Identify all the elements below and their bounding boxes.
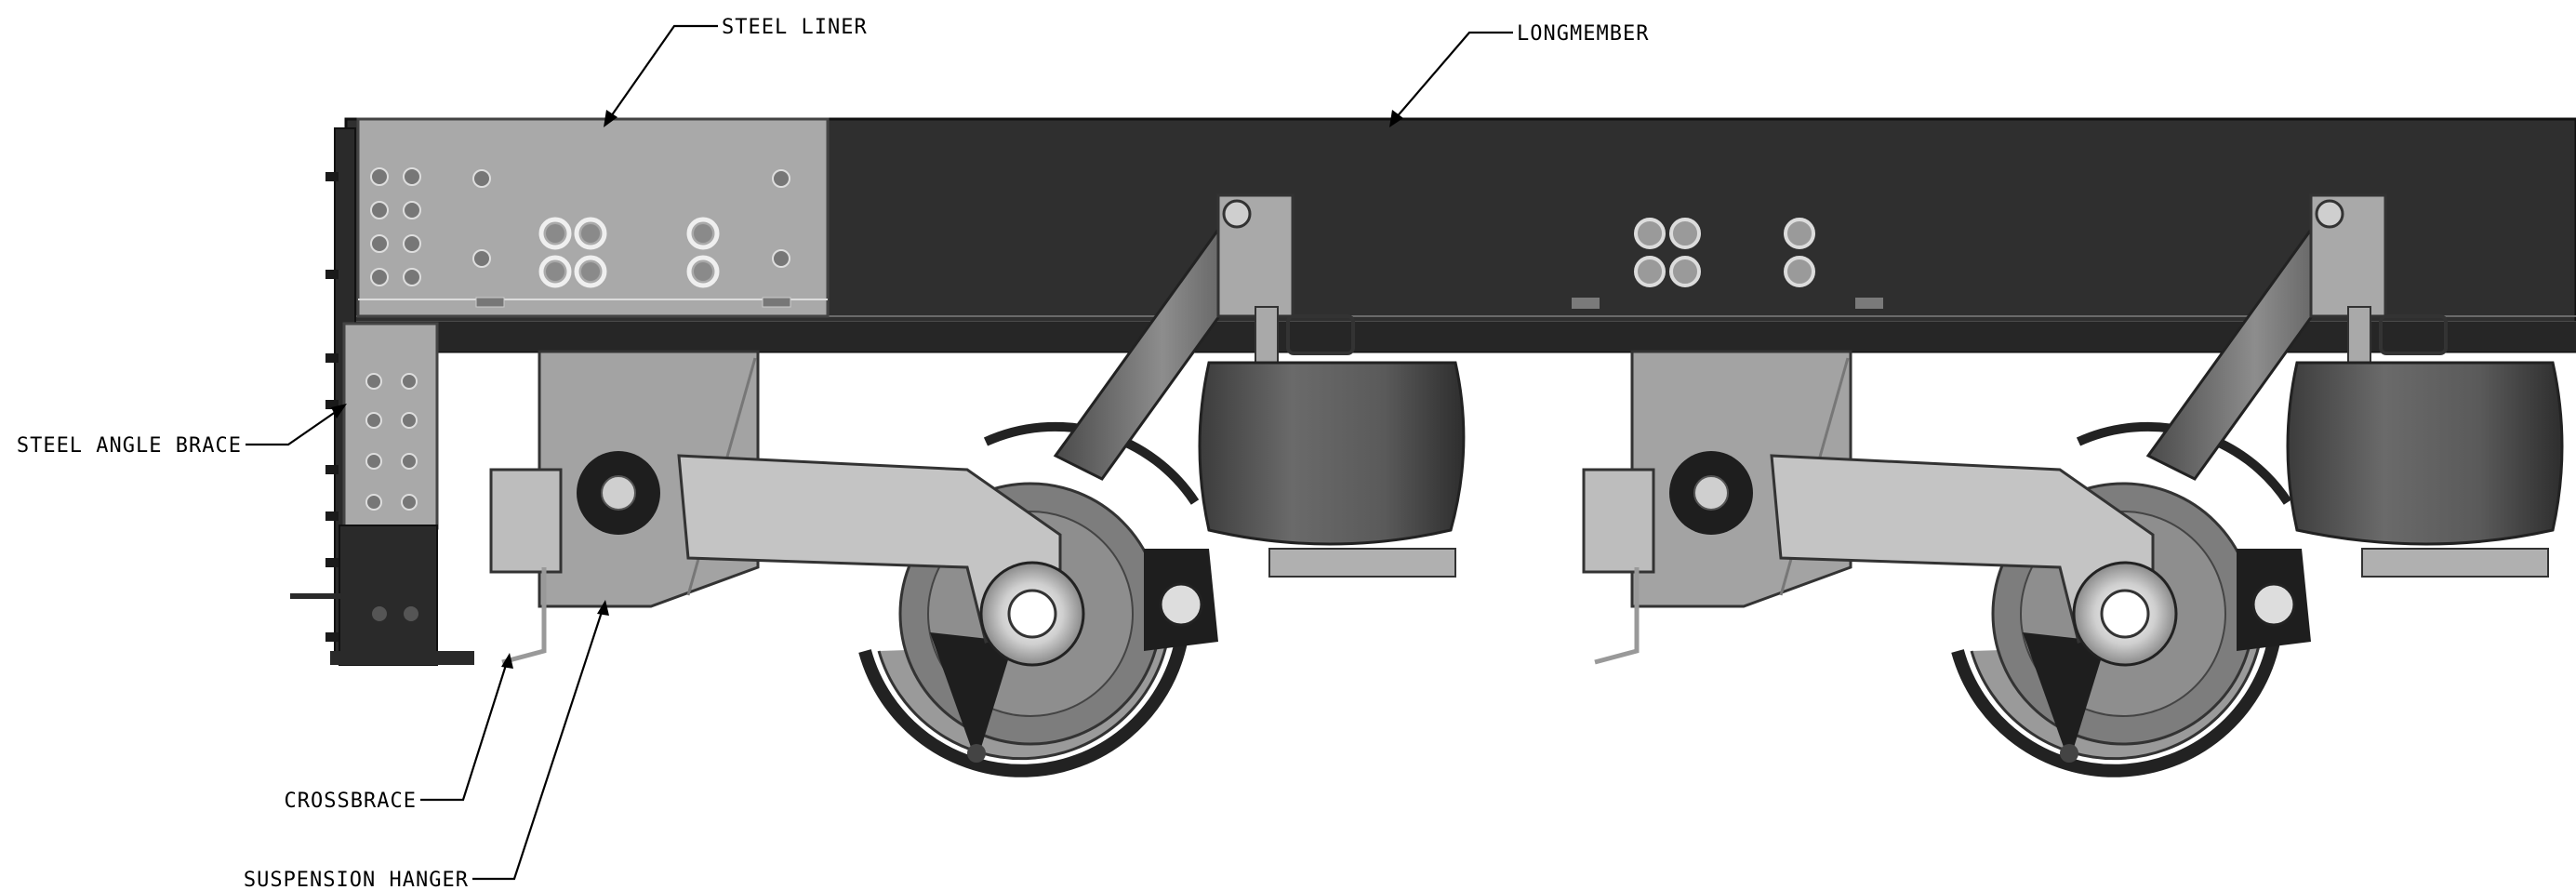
label-suspension-hanger: SUSPENSION HANGER	[244, 869, 469, 890]
longmember-holes	[1572, 218, 1883, 309]
air-spring-1	[1198, 361, 1466, 546]
callout-crossbrace: CROSSBRACE	[285, 653, 513, 813]
steel-liner-plate	[356, 117, 830, 318]
callout-steel-angle-brace: STEEL ANGLE BRACE	[17, 404, 347, 458]
callout-longmember: LONGMEMBER	[1389, 22, 1649, 127]
callout-steel-liner: STEEL LINER	[604, 16, 868, 127]
axle-assembly-1	[489, 193, 1466, 777]
axle-assembly-2	[1582, 193, 2564, 777]
crossbrace-2	[1582, 468, 1655, 574]
label-longmember: LONGMEMBER	[1517, 22, 1649, 46]
label-crossbrace: CROSSBRACE	[285, 790, 417, 813]
label-steel-angle-brace: STEEL ANGLE BRACE	[17, 434, 242, 458]
air-spring-2	[2286, 361, 2564, 546]
label-steel-liner: STEEL LINER	[722, 16, 868, 39]
steel-angle-brace	[290, 127, 474, 666]
callout-suspension-hanger: SUSPENSION HANGER	[244, 600, 609, 890]
crossbrace-1	[489, 468, 563, 574]
